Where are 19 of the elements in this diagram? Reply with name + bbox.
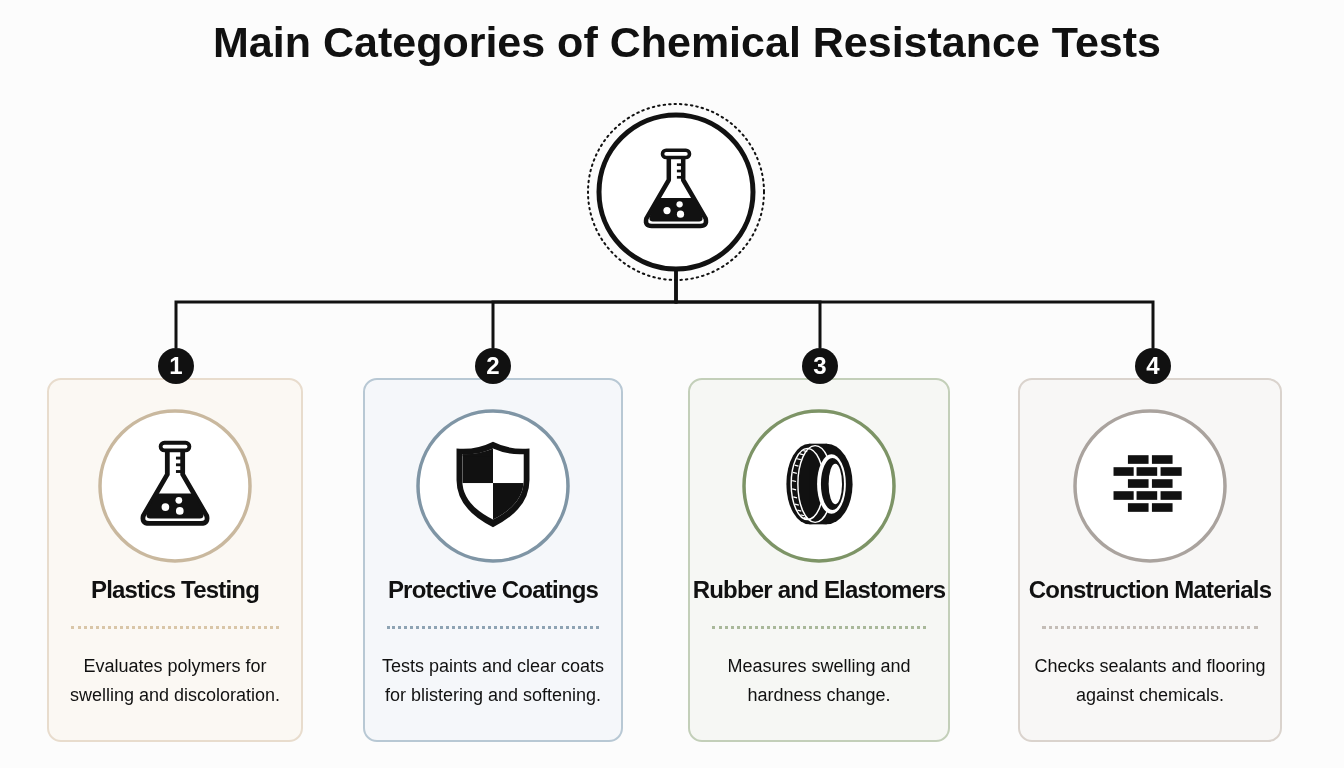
category-description: Checks sealants and flooring against chemicals. [1033,655,1267,707]
number-badge: 1 [158,348,194,384]
number-badge: 3 [802,348,838,384]
central-icon-circle [586,102,766,282]
category-title: Construction Materials [1027,576,1273,604]
category-card [47,378,303,742]
number-badge: 2 [475,348,511,384]
category-description: Tests paints and clear coats for blistering and softening. [380,655,606,707]
category-card [688,378,950,742]
category-title: Protective Coatings [386,576,600,604]
number-badge: 4 [1135,348,1171,384]
category-card [1018,378,1282,742]
category-description: Measures swelling and hardness change. [726,655,912,707]
category-description: Evaluates polymers for swelling and discoloration. [68,655,282,707]
category-title: Rubber and Elastomers [691,576,947,604]
connector-line [674,270,1155,348]
category-card [363,378,623,742]
category-title: Plastics Testing [89,576,261,604]
diagram-title: Main Categories of Chemical Resistance Tests [212,18,1162,67]
